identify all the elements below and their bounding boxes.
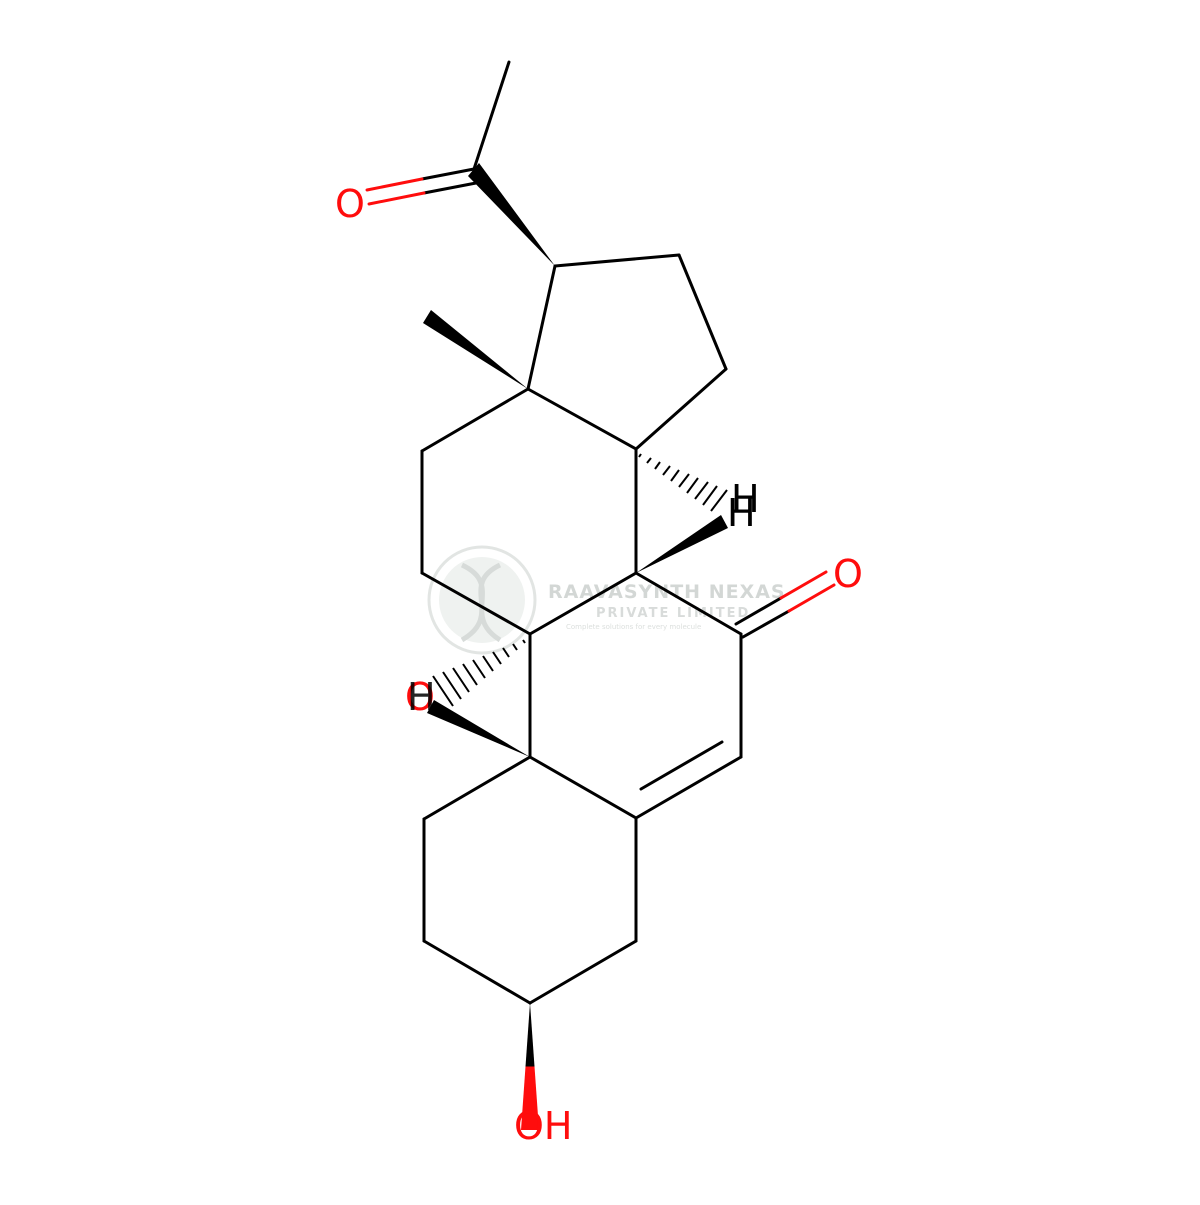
atom-label-ketone-o-top: O: [335, 182, 365, 226]
bond-c7-o-b-black: [741, 609, 791, 639]
bond-acetyl-co-b-black: [422, 181, 478, 195]
bond-c15-c14: [634, 367, 728, 451]
bond-c11-c9: [420, 571, 532, 636]
atom-labels: O O H H O H OH: [335, 182, 863, 1148]
wedge-c8-h: [636, 515, 728, 573]
bond-methyl-acetyl: [472, 60, 511, 171]
bond-c14-c13: [526, 387, 638, 451]
bond-c6-c5: [634, 755, 743, 820]
atom-label-epoxide-o: O: [405, 675, 435, 719]
watermark-circle-outer: [427, 545, 537, 655]
bond-c7-o-b-red: [787, 583, 836, 613]
atom-label-hydroxyl: OH: [514, 1104, 572, 1148]
bond-c17-c16: [553, 253, 681, 268]
hashed-bonds: [432, 453, 728, 707]
atom-label-epoxide-h-overlap: H: [407, 675, 436, 719]
watermark-logo: RAAVASYNTH NEXAS PRIVATE LIMITED Complet…: [427, 545, 785, 655]
atom-label-ketone-o-right: O: [833, 552, 863, 596]
wedge-c17-acetyl: [468, 163, 555, 266]
atom-label-h-c14: H: [731, 477, 760, 521]
watermark-tagline: Complete solutions for every molecule: [566, 623, 701, 631]
bond-c13-c12: [420, 387, 530, 453]
bond-c3-c4: [528, 939, 638, 1005]
bond-acetyl-co-b-red: [367, 191, 426, 206]
atom-label-h-c8: H: [727, 491, 756, 535]
wedge-c13-methyl: [423, 310, 528, 389]
bond-c10-c1: [422, 755, 532, 821]
bond-acetyl-co-a-black: [420, 167, 476, 181]
bond-acetyl-co-a-red: [365, 177, 424, 192]
bond-c7-o-a-red: [779, 570, 828, 600]
bond-c2-c3: [422, 939, 532, 1005]
double-bonds: [365, 167, 836, 820]
bond-c13-c17: [526, 264, 557, 391]
bond-c6-c5-inner: [639, 740, 724, 791]
wedge-bonds: [423, 163, 728, 1130]
wedge-c10-o: [427, 700, 530, 757]
single-bonds: [420, 60, 743, 1005]
bond-c8-c7: [634, 571, 743, 636]
hash-c9-o: [432, 639, 526, 707]
bond-c7-o-a-black: [734, 596, 783, 626]
wedge-c3-oh: [521, 1003, 539, 1130]
watermark-helix-icon: [460, 562, 502, 643]
hash-c14-h: [638, 453, 728, 512]
bond-c16-c15: [677, 253, 728, 371]
watermark-subtitle: PRIVATE LIMITED: [596, 606, 750, 621]
bond-c5-c10: [528, 755, 638, 820]
bond-c9-c8: [528, 571, 638, 636]
